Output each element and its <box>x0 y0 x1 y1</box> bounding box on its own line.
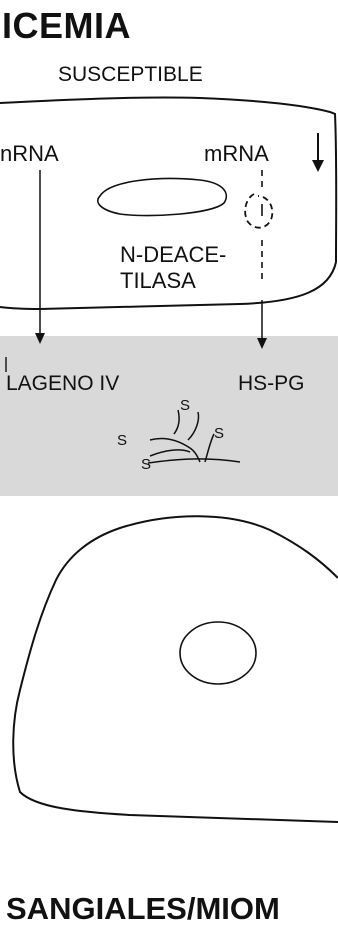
downregulation-arrow-head <box>312 160 324 172</box>
diagram-title: ICEMIA <box>2 8 131 44</box>
sulfate-mark: S <box>214 426 224 441</box>
mrna-right-label: mRNA <box>204 143 269 165</box>
enzyme-label-line1: N-DEACE- <box>120 244 226 266</box>
basement-membrane-band <box>0 336 338 496</box>
upper-cell-nucleus <box>98 179 227 216</box>
sulfate-mark: S <box>180 398 190 413</box>
diagram-subtitle: SUSCEPTIBLE <box>58 64 203 85</box>
lower-cell-nucleus <box>180 622 256 684</box>
mrna-left-label: nRNA <box>0 143 59 165</box>
footer-label: SANGIALES/MIOM <box>6 893 280 924</box>
sulfate-mark: S <box>117 433 127 448</box>
sulfate-mark: S <box>141 457 151 472</box>
hspg-label: HS-PG <box>238 373 305 394</box>
lower-cell-outline <box>13 516 338 822</box>
collagen-label: LAGENO IV <box>6 373 119 394</box>
enzyme-vesicle <box>245 194 272 228</box>
enzyme-label-line2: TILASA <box>120 270 196 292</box>
